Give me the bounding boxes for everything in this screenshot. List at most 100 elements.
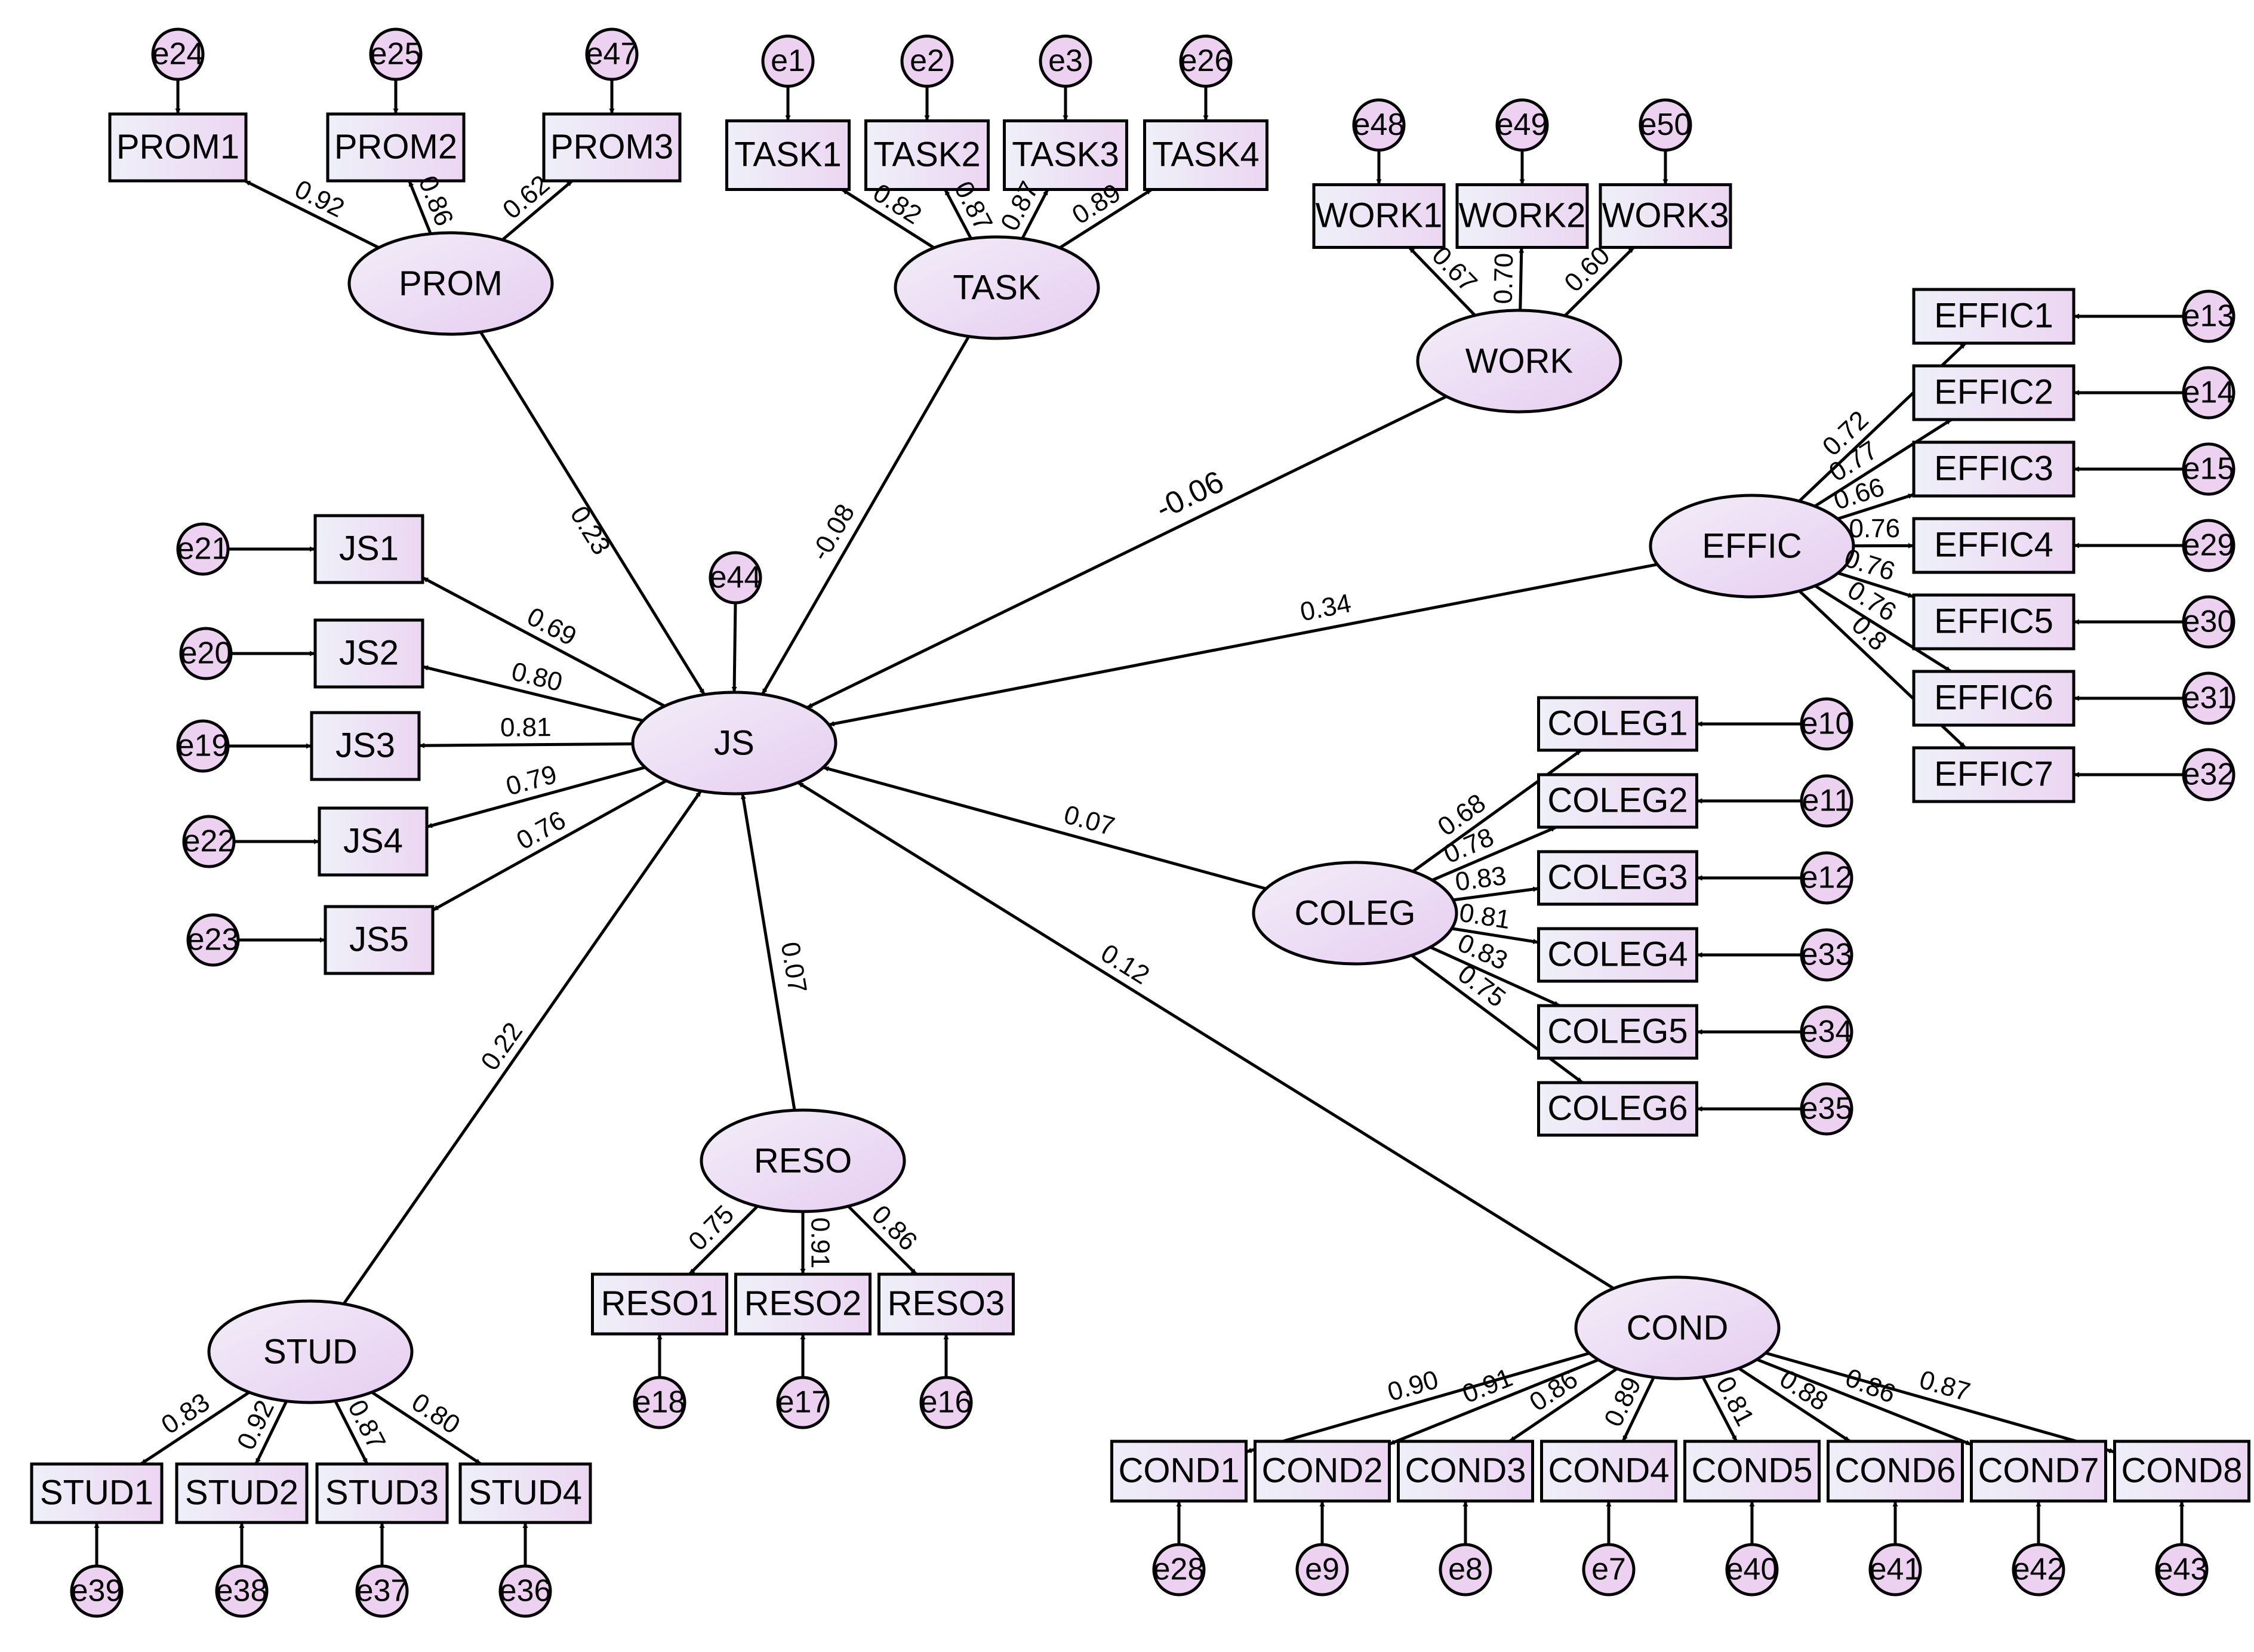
indicator-cond4[interactable]: COND4 xyxy=(1540,1440,1677,1503)
error-term-e11[interactable]: e11 xyxy=(1800,774,1853,828)
error-term-e15[interactable]: e15 xyxy=(2182,442,2235,496)
indicator-stud3[interactable]: STUD3 xyxy=(315,1462,449,1524)
error-term-e31[interactable]: e31 xyxy=(2182,671,2235,725)
error-term-e3[interactable]: e3 xyxy=(1039,35,1092,88)
error-term-e49[interactable]: e49 xyxy=(1495,98,1549,152)
error-term-e41[interactable]: e41 xyxy=(1868,1543,1922,1596)
indicator-js1[interactable]: JS1 xyxy=(313,514,424,584)
indicator-cond7[interactable]: COND7 xyxy=(1970,1440,2107,1503)
indicator-js3[interactable]: JS3 xyxy=(310,711,421,781)
error-term-e16[interactable]: e16 xyxy=(919,1376,973,1429)
error-term-e17[interactable]: e17 xyxy=(776,1376,830,1429)
latent-reso[interactable]: RESO xyxy=(700,1108,906,1213)
error-term-e33[interactable]: e33 xyxy=(1800,928,1853,982)
error-term-e23[interactable]: e23 xyxy=(186,913,240,967)
indicator-effic4[interactable]: EFFIC4 xyxy=(1912,517,2076,574)
indicator-work3[interactable]: WORK3 xyxy=(1599,183,1732,249)
error-term-e9[interactable]: e9 xyxy=(1295,1543,1349,1596)
loading-stud4 xyxy=(371,1391,482,1466)
error-term-e43[interactable]: e43 xyxy=(2155,1543,2209,1596)
indicator-prom2[interactable]: PROM2 xyxy=(326,112,466,183)
indicator-coleg2[interactable]: COLEG2 xyxy=(1537,773,1698,829)
indicator-coleg5[interactable]: COLEG5 xyxy=(1537,1004,1698,1060)
error-term-e26[interactable]: e26 xyxy=(1179,35,1233,88)
indicator-effic5[interactable]: EFFIC5 xyxy=(1912,593,2076,651)
error-term-e2[interactable]: e2 xyxy=(900,35,954,88)
error-term-e20[interactable]: e20 xyxy=(179,627,233,680)
indicator-effic7[interactable]: EFFIC7 xyxy=(1912,746,2076,803)
latent-effic[interactable]: EFFIC xyxy=(1649,494,1855,599)
latent-coleg[interactable]: COLEG xyxy=(1252,861,1458,966)
error-term-e36[interactable]: e36 xyxy=(498,1564,552,1618)
error-term-e25[interactable]: e25 xyxy=(369,27,423,81)
indicator-work2[interactable]: WORK2 xyxy=(1455,183,1589,249)
error-term-e19[interactable]: e19 xyxy=(176,719,230,773)
indicator-cond1[interactable]: COND1 xyxy=(1110,1440,1248,1503)
indicator-cond6[interactable]: COND6 xyxy=(1827,1440,1964,1503)
error-term-e40[interactable]: e40 xyxy=(1725,1543,1779,1596)
latent-cond[interactable]: COND xyxy=(1574,1275,1781,1380)
error-term-e10[interactable]: e10 xyxy=(1800,697,1853,751)
indicator-cond8[interactable]: COND8 xyxy=(2113,1440,2250,1503)
latent-js[interactable]: JS xyxy=(631,691,837,796)
error-term-e44[interactable]: e44 xyxy=(709,551,762,605)
error-term-e38[interactable]: e38 xyxy=(215,1564,269,1618)
indicator-coleg3[interactable]: COLEG3 xyxy=(1537,850,1698,906)
indicator-effic1[interactable]: EFFIC1 xyxy=(1912,288,2076,345)
indicator-cond5[interactable]: COND5 xyxy=(1683,1440,1821,1503)
error-term-e24[interactable]: e24 xyxy=(151,27,205,81)
indicator-effic2[interactable]: EFFIC2 xyxy=(1912,364,2076,421)
error-term-e14[interactable]: e14 xyxy=(2182,366,2235,420)
indicator-coleg1[interactable]: COLEG1 xyxy=(1537,696,1698,752)
indicator-coleg4[interactable]: COLEG4 xyxy=(1537,927,1698,983)
latent-work[interactable]: WORK xyxy=(1416,309,1622,414)
indicator-js2[interactable]: JS2 xyxy=(313,618,424,689)
indicator-stud1[interactable]: STUD1 xyxy=(30,1462,164,1524)
indicator-prom3[interactable]: PROM3 xyxy=(542,112,682,183)
error-term-e1[interactable]: e1 xyxy=(761,35,815,88)
indicator-cond3[interactable]: COND3 xyxy=(1397,1440,1534,1503)
latent-task[interactable]: TASK xyxy=(894,235,1100,340)
indicator-task3[interactable]: TASK3 xyxy=(1003,119,1128,191)
indicator-label: PROM2 xyxy=(334,127,457,166)
indicator-work1[interactable]: WORK1 xyxy=(1312,183,1446,249)
error-term-e12[interactable]: e12 xyxy=(1800,851,1853,905)
error-term-e39[interactable]: e39 xyxy=(70,1564,124,1618)
error-term-e13[interactable]: e13 xyxy=(2182,289,2235,343)
indicator-reso3[interactable]: RESO3 xyxy=(877,1272,1015,1336)
indicator-stud4[interactable]: STUD4 xyxy=(458,1462,592,1524)
error-term-e7[interactable]: e7 xyxy=(1582,1543,1636,1596)
error-term-e8[interactable]: e8 xyxy=(1439,1543,1492,1596)
indicator-effic3[interactable]: EFFIC3 xyxy=(1912,440,2076,498)
indicator-prom1[interactable]: PROM1 xyxy=(108,112,248,183)
error-term-e42[interactable]: e42 xyxy=(2012,1543,2065,1596)
indicator-reso2[interactable]: RESO2 xyxy=(734,1272,872,1336)
error-term-e30[interactable]: e30 xyxy=(2182,595,2235,649)
error-term-e35[interactable]: e35 xyxy=(1800,1082,1853,1136)
indicator-cond2[interactable]: COND2 xyxy=(1254,1440,1391,1503)
indicator-coleg6[interactable]: COLEG6 xyxy=(1537,1081,1698,1137)
indicator-js5[interactable]: JS5 xyxy=(324,905,435,975)
error-term-e18[interactable]: e18 xyxy=(633,1376,686,1429)
error-term-e34[interactable]: e34 xyxy=(1800,1005,1853,1059)
error-label: e48 xyxy=(1353,107,1405,142)
error-term-e29[interactable]: e29 xyxy=(2182,519,2235,572)
error-term-e50[interactable]: e50 xyxy=(1639,98,1692,152)
indicator-task1[interactable]: TASK1 xyxy=(725,119,851,191)
error-term-e22[interactable]: e22 xyxy=(182,815,236,868)
error-term-e47[interactable]: e47 xyxy=(585,27,639,81)
indicator-js4[interactable]: JS4 xyxy=(318,806,429,877)
error-term-e32[interactable]: e32 xyxy=(2182,748,2235,802)
indicator-task2[interactable]: TASK2 xyxy=(864,119,990,191)
latent-prom[interactable]: PROM xyxy=(347,231,554,336)
indicator-task4[interactable]: TASK4 xyxy=(1143,119,1268,191)
error-term-e37[interactable]: e37 xyxy=(355,1564,409,1618)
indicator-reso1[interactable]: RESO1 xyxy=(591,1272,728,1336)
error-label: e12 xyxy=(1801,861,1853,895)
indicator-effic6[interactable]: EFFIC6 xyxy=(1912,670,2076,727)
error-term-e21[interactable]: e21 xyxy=(176,522,230,576)
error-term-e48[interactable]: e48 xyxy=(1352,98,1406,152)
latent-stud[interactable]: STUD xyxy=(207,1299,414,1404)
error-term-e28[interactable]: e28 xyxy=(1152,1543,1206,1596)
indicator-stud2[interactable]: STUD2 xyxy=(175,1462,309,1524)
